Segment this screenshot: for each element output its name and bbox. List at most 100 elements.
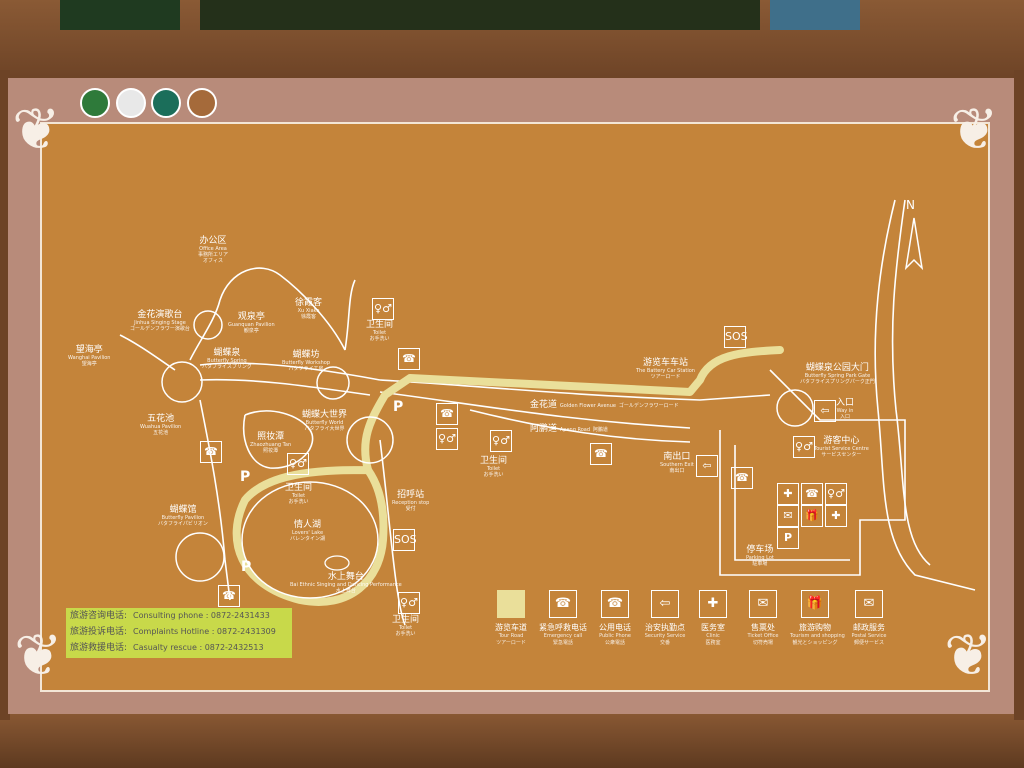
butterfly-world-circle	[346, 416, 394, 464]
toilet-icon: ♀♂	[825, 483, 847, 505]
security-icon: ♀♂	[436, 428, 458, 450]
office-path	[189, 299, 221, 361]
tour-road-swatch	[497, 590, 525, 618]
sos-phone-icon: ☎	[549, 590, 577, 618]
parking-marker: P	[393, 399, 404, 415]
arrow-icon: ⇦	[696, 455, 718, 477]
gate-circle	[776, 389, 814, 427]
apeng-road-path	[379, 391, 691, 429]
north-arrow-icon	[904, 217, 924, 271]
security-icon: ⇦	[651, 590, 679, 618]
org-logo-3	[151, 88, 181, 118]
clinic-icon: ✚	[699, 590, 727, 618]
plaza-inner	[734, 445, 850, 561]
west-road-2	[199, 378, 371, 396]
wood-frame-left	[0, 70, 10, 720]
east-road-inner	[891, 199, 931, 566]
sos-phone-icon: SOS	[393, 529, 417, 551]
parking-icon: P	[777, 527, 799, 549]
xixia-path	[344, 279, 356, 351]
phone-icon: ☎	[590, 443, 612, 465]
apeng-road-path-2	[469, 409, 691, 443]
toilet-icon: ♀♂	[793, 436, 815, 458]
west-road	[199, 362, 381, 381]
toilet-icon: ♀♂	[287, 453, 309, 475]
hotline-row: 旅游投诉电话:Complaints Hotline : 0872-2431309	[70, 627, 276, 637]
phone-icon: ☎	[801, 483, 823, 505]
ticket-icon: ✉	[749, 590, 777, 618]
wood-frame-bottom	[0, 712, 1024, 768]
phone-icon: ☎	[398, 348, 420, 370]
hotline-sticker: 旅游咨询电话:Consulting phone : 0872-2431433 旅…	[66, 608, 292, 658]
south-link	[199, 399, 231, 601]
guanquan-circle	[193, 310, 223, 340]
phone-icon: ☎	[200, 441, 222, 463]
wood-frame-right	[1014, 70, 1024, 720]
org-logo-2	[116, 88, 146, 118]
butterfly-ornament-icon: ❦	[944, 621, 993, 689]
phone-icon: ☎	[436, 403, 458, 425]
butterfly-spring-circle	[161, 361, 203, 403]
sos-phone-icon: SOS	[724, 326, 748, 348]
hotline-row: 旅游咨询电话:Consulting phone : 0872-2431433	[70, 611, 270, 621]
mail-icon: ✉	[777, 505, 799, 527]
phone-icon: ☎	[601, 590, 629, 618]
parking-marker: P	[241, 559, 252, 575]
gift-icon: 🎁	[801, 505, 823, 527]
place-apeng-road: 阿鹏道 Apeng Road 阿鵬道	[530, 424, 608, 434]
background-sky	[770, 0, 860, 30]
toilet-icon: ♀♂	[490, 430, 512, 452]
org-logo-1	[80, 88, 110, 118]
butterfly-ornament-icon: ❦	[14, 621, 63, 689]
east-road	[874, 199, 976, 591]
org-logo-4	[187, 88, 217, 118]
butterfly-pavilion-circle	[175, 532, 225, 582]
tour-road	[361, 346, 784, 474]
clinic-icon: ✚	[777, 483, 799, 505]
hotline-row: 旅游救援电话:Casualty rescue : 0872-2432513	[70, 643, 264, 653]
ticket-icon: ✚	[825, 505, 847, 527]
tour-road-lake	[232, 466, 388, 606]
gate-plaza	[719, 369, 906, 576]
water-stage-shape	[324, 555, 350, 571]
wood-frame-top	[0, 0, 1024, 80]
stage-path	[119, 334, 176, 371]
parking-marker: P	[240, 469, 251, 485]
background-foliage	[60, 0, 180, 30]
butterfly-workshop-circle	[316, 366, 350, 400]
gift-icon: 🎁	[801, 590, 829, 618]
wuhua-loop	[243, 410, 314, 469]
toilet-icon: ♀♂	[398, 592, 420, 614]
butterfly-ornament-icon: ❦	[12, 95, 61, 163]
butterfly-ornament-icon: ❦	[950, 95, 999, 163]
